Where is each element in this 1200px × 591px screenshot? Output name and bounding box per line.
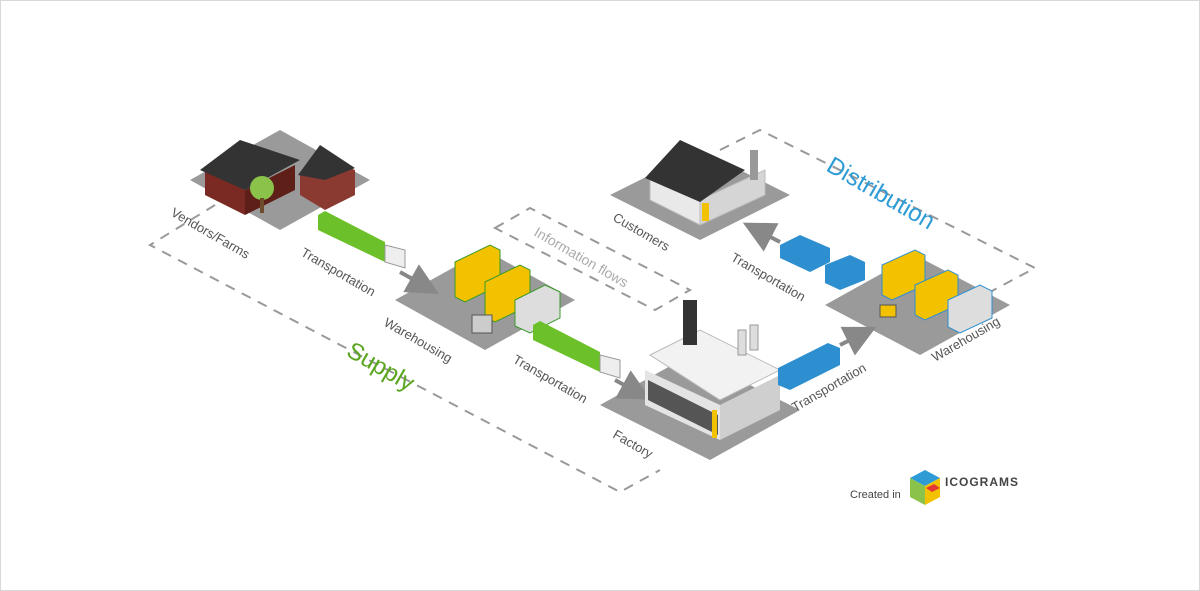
blue-truck-icon [825, 255, 865, 290]
green-truck-icon [533, 321, 621, 379]
group-label-distribution: Distribution [822, 152, 939, 235]
group-label-supply: Supply [342, 337, 419, 397]
flow-arrow [742, 222, 781, 252]
factory-icon [645, 300, 782, 440]
blue-truck-icon [778, 326, 877, 390]
house-icon [645, 140, 766, 226]
icograms-logo-icon [910, 470, 940, 505]
info-flows-boundary [492, 206, 693, 312]
credit-brand: ICOGRAMS [945, 475, 1019, 489]
label-factory: Factory [611, 427, 656, 462]
forklift-icon [471, 314, 493, 334]
flow-arrow [399, 264, 439, 294]
person-icon [702, 203, 709, 221]
shelves-icon [879, 249, 993, 334]
barn-icon [200, 140, 355, 215]
distribution-boundary [719, 128, 1038, 293]
credit-prefix: Created in [850, 489, 901, 501]
shelves-icon [454, 244, 561, 334]
label-vendors: Vendors/Farms [169, 205, 253, 262]
flow-arrow [614, 370, 652, 400]
chimney-icon [683, 300, 697, 345]
supply-boundary [147, 204, 661, 494]
van-icon [780, 235, 830, 272]
